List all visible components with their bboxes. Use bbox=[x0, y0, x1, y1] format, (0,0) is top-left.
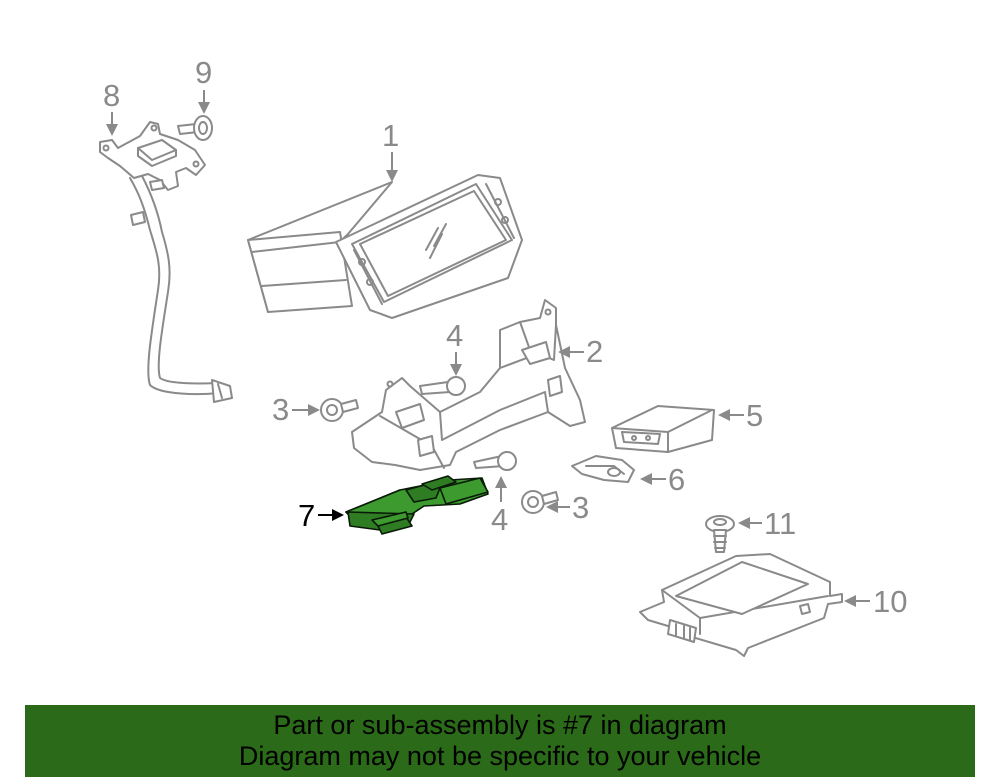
callout-10: 10 bbox=[844, 584, 907, 619]
callout-label-6: 6 bbox=[668, 462, 685, 497]
callout-3-left: 3 bbox=[272, 392, 320, 427]
part-4-screw-upper[interactable] bbox=[419, 376, 466, 396]
callout-9: 9 bbox=[195, 55, 212, 114]
part-8-bracket-harness[interactable] bbox=[99, 121, 233, 403]
part-2-mounting-bracket[interactable] bbox=[351, 299, 586, 471]
callout-label-3-left: 3 bbox=[272, 392, 289, 427]
banner-line-2: Diagram may not be specific to your vehi… bbox=[238, 741, 762, 771]
part-9-clip[interactable] bbox=[177, 115, 213, 141]
info-banner: Part or sub-assembly is #7 in diagram Di… bbox=[25, 705, 975, 777]
callout-5: 5 bbox=[718, 398, 763, 433]
callout-label-8: 8 bbox=[103, 78, 120, 113]
part-3-bolt-left[interactable] bbox=[320, 398, 359, 422]
part-5-module[interactable] bbox=[611, 405, 715, 453]
callout-label-5: 5 bbox=[746, 398, 763, 433]
callout-label-1: 1 bbox=[382, 118, 399, 153]
part-7-highlighted-harness[interactable] bbox=[345, 475, 489, 535]
callout-7: 7 bbox=[298, 498, 344, 533]
banner-line-1: Part or sub-assembly is #7 in diagram bbox=[273, 710, 727, 740]
part-11-screw[interactable] bbox=[705, 515, 735, 553]
part-6-clip-bracket[interactable] bbox=[571, 455, 635, 483]
callout-1: 1 bbox=[382, 118, 399, 182]
part-10-control-module[interactable] bbox=[639, 553, 843, 657]
callout-8: 8 bbox=[103, 78, 120, 136]
callout-label-11: 11 bbox=[764, 506, 796, 541]
callout-label-4-upper: 4 bbox=[446, 318, 463, 353]
part-1-display-unit[interactable] bbox=[247, 174, 523, 319]
part-4-screw-lower[interactable] bbox=[473, 451, 517, 471]
part-3-bolt-right[interactable] bbox=[521, 490, 559, 514]
callout-4-upper: 4 bbox=[446, 318, 463, 376]
callout-label-2: 2 bbox=[586, 334, 603, 369]
callout-2: 2 bbox=[558, 334, 603, 369]
callout-label-4-lower: 4 bbox=[491, 502, 508, 537]
callout-label-10: 10 bbox=[873, 584, 907, 619]
callout-4-lower: 4 bbox=[491, 476, 508, 537]
callout-label-3-right: 3 bbox=[572, 490, 589, 525]
callout-6: 6 bbox=[640, 462, 685, 497]
callout-3-right: 3 bbox=[546, 490, 589, 525]
parts-diagram: 1 2 3 3 4 4 5 6 7 bbox=[99, 55, 907, 657]
callout-11: 11 bbox=[738, 506, 796, 541]
callout-label-7: 7 bbox=[298, 498, 315, 533]
callout-label-9: 9 bbox=[195, 55, 212, 90]
